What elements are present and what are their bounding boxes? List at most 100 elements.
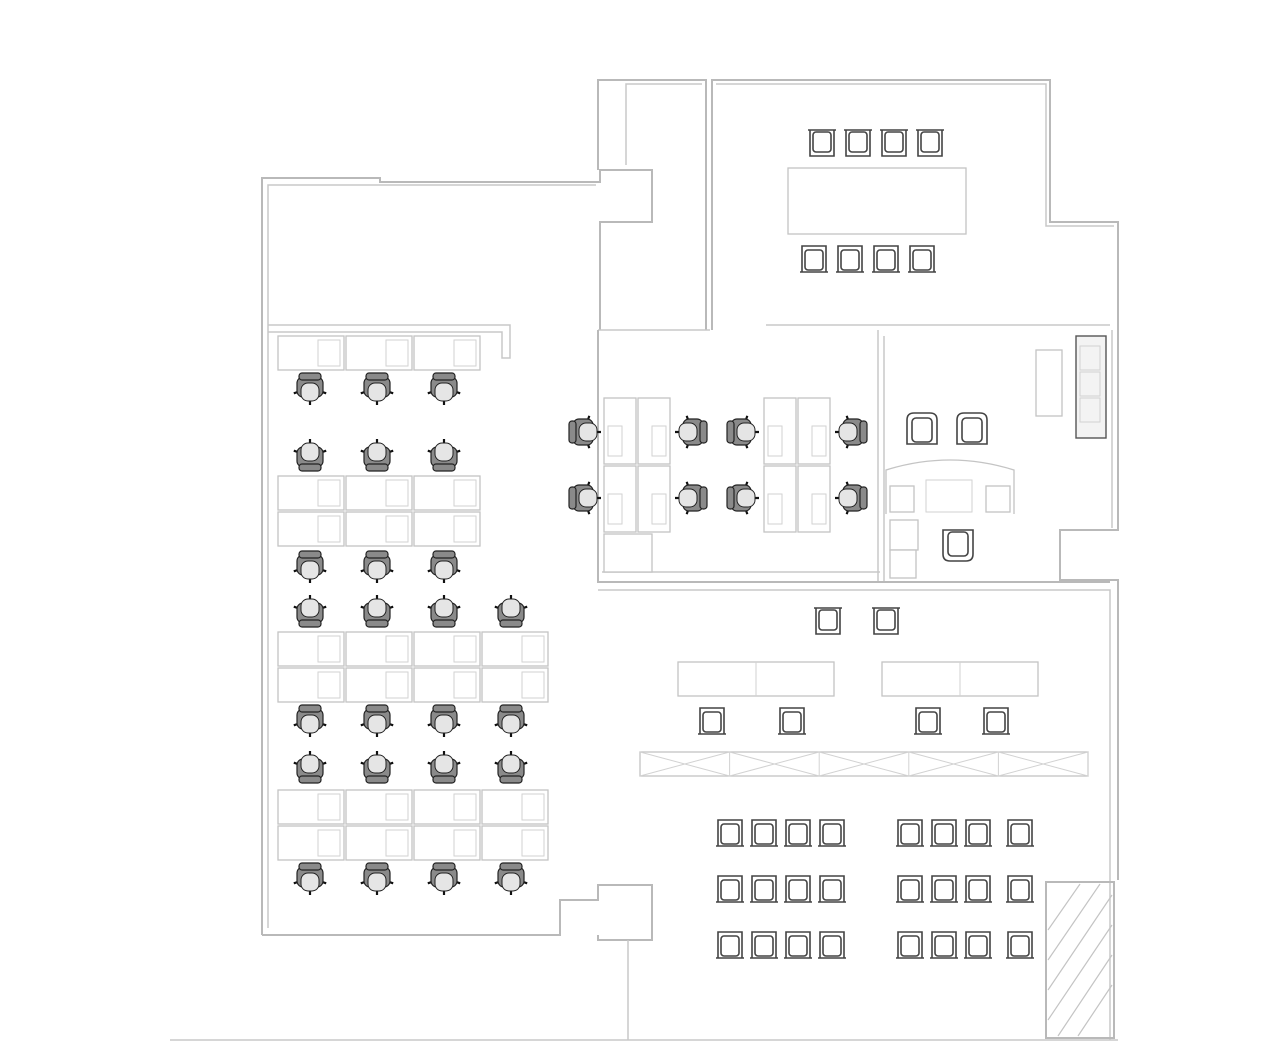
- bench-desk: [797, 465, 831, 533]
- workstation-desk: [413, 789, 481, 825]
- task-chair: [568, 415, 601, 449]
- task-chair: [427, 862, 461, 895]
- workstation-desk: [345, 335, 413, 371]
- armchair: [716, 819, 744, 847]
- task-chair: [293, 550, 327, 583]
- workstation-desk: [413, 335, 481, 371]
- lounge-chair: [906, 412, 938, 445]
- workstation-desk: [345, 667, 413, 703]
- workstation-desk: [277, 631, 345, 667]
- armchair: [698, 707, 726, 735]
- task-chair: [360, 595, 394, 628]
- armchair: [964, 819, 992, 847]
- boardroom-chairs: [800, 129, 944, 273]
- storage-unit: [603, 533, 653, 573]
- lounge-chair: [942, 529, 974, 562]
- armchair: [784, 931, 812, 959]
- task-chair: [427, 595, 461, 628]
- task-chair: [494, 751, 528, 784]
- task-chair: [360, 704, 394, 737]
- workstation-desk: [413, 475, 481, 511]
- armchair: [808, 129, 836, 157]
- workstation-desk: [481, 825, 549, 861]
- workstation-desk: [413, 631, 481, 667]
- armchair: [982, 707, 1010, 735]
- workstation-desk: [345, 825, 413, 861]
- armchair: [872, 245, 900, 273]
- bench-desk: [603, 465, 637, 533]
- task-chair: [293, 704, 327, 737]
- task-chair: [568, 481, 601, 515]
- armchair: [964, 875, 992, 903]
- task-chair: [675, 415, 708, 449]
- armchair: [1006, 819, 1034, 847]
- team-benching: [568, 397, 868, 573]
- armchair: [880, 129, 908, 157]
- armchair: [930, 931, 958, 959]
- armchair: [896, 875, 924, 903]
- reception-desk: [885, 459, 1015, 514]
- open-workstations: [277, 335, 549, 895]
- lounge-chair: [956, 412, 988, 445]
- armchair: [844, 129, 872, 157]
- bench-desk: [763, 397, 797, 465]
- workstation-desk: [277, 667, 345, 703]
- armchair: [930, 875, 958, 903]
- armchair: [778, 707, 806, 735]
- task-chair: [293, 595, 327, 628]
- workstation-desk: [277, 825, 345, 861]
- task-chair: [494, 704, 528, 737]
- workstation-desk: [345, 789, 413, 825]
- task-chair: [360, 439, 394, 472]
- bench-desk: [637, 397, 671, 465]
- workstation-desk: [481, 631, 549, 667]
- boardroom-table: [787, 167, 967, 235]
- armchair: [750, 875, 778, 903]
- workstation-desk: [413, 667, 481, 703]
- task-chair: [835, 481, 868, 515]
- task-chair: [726, 481, 759, 515]
- armchair: [836, 245, 864, 273]
- task-chair: [427, 704, 461, 737]
- armchair: [914, 707, 942, 735]
- armchair: [818, 931, 846, 959]
- reception-side-table: [1035, 349, 1063, 417]
- armchair: [750, 819, 778, 847]
- workstation-desk: [413, 825, 481, 861]
- armchair: [964, 931, 992, 959]
- armchair: [716, 875, 744, 903]
- armchair: [784, 819, 812, 847]
- workstation-desk: [481, 667, 549, 703]
- armchair: [930, 819, 958, 847]
- task-chair: [293, 372, 327, 405]
- workstation-desk: [277, 475, 345, 511]
- task-chair: [360, 751, 394, 784]
- task-chair: [675, 481, 708, 515]
- workstation-desk: [345, 475, 413, 511]
- workstation-desk: [481, 789, 549, 825]
- boardroom: [787, 129, 967, 273]
- armchair: [908, 245, 936, 273]
- stair-hatch: [1047, 883, 1113, 1037]
- task-chair: [427, 439, 461, 472]
- armchair: [1006, 931, 1034, 959]
- armchair: [716, 931, 744, 959]
- armchair: [896, 819, 924, 847]
- workstation-desk: [277, 335, 345, 371]
- bench-desk: [637, 465, 671, 533]
- workstation-desk: [345, 631, 413, 667]
- armchair: [896, 931, 924, 959]
- armchair: [800, 245, 828, 273]
- task-chair: [427, 550, 461, 583]
- bench-desk: [797, 397, 831, 465]
- task-chair: [427, 751, 461, 784]
- task-chair: [360, 372, 394, 405]
- task-chair: [494, 862, 528, 895]
- task-chair: [293, 439, 327, 472]
- task-chair: [360, 862, 394, 895]
- bench-desk: [603, 397, 637, 465]
- training-chairs: [698, 607, 1034, 959]
- armchair: [784, 875, 812, 903]
- armchair: [750, 931, 778, 959]
